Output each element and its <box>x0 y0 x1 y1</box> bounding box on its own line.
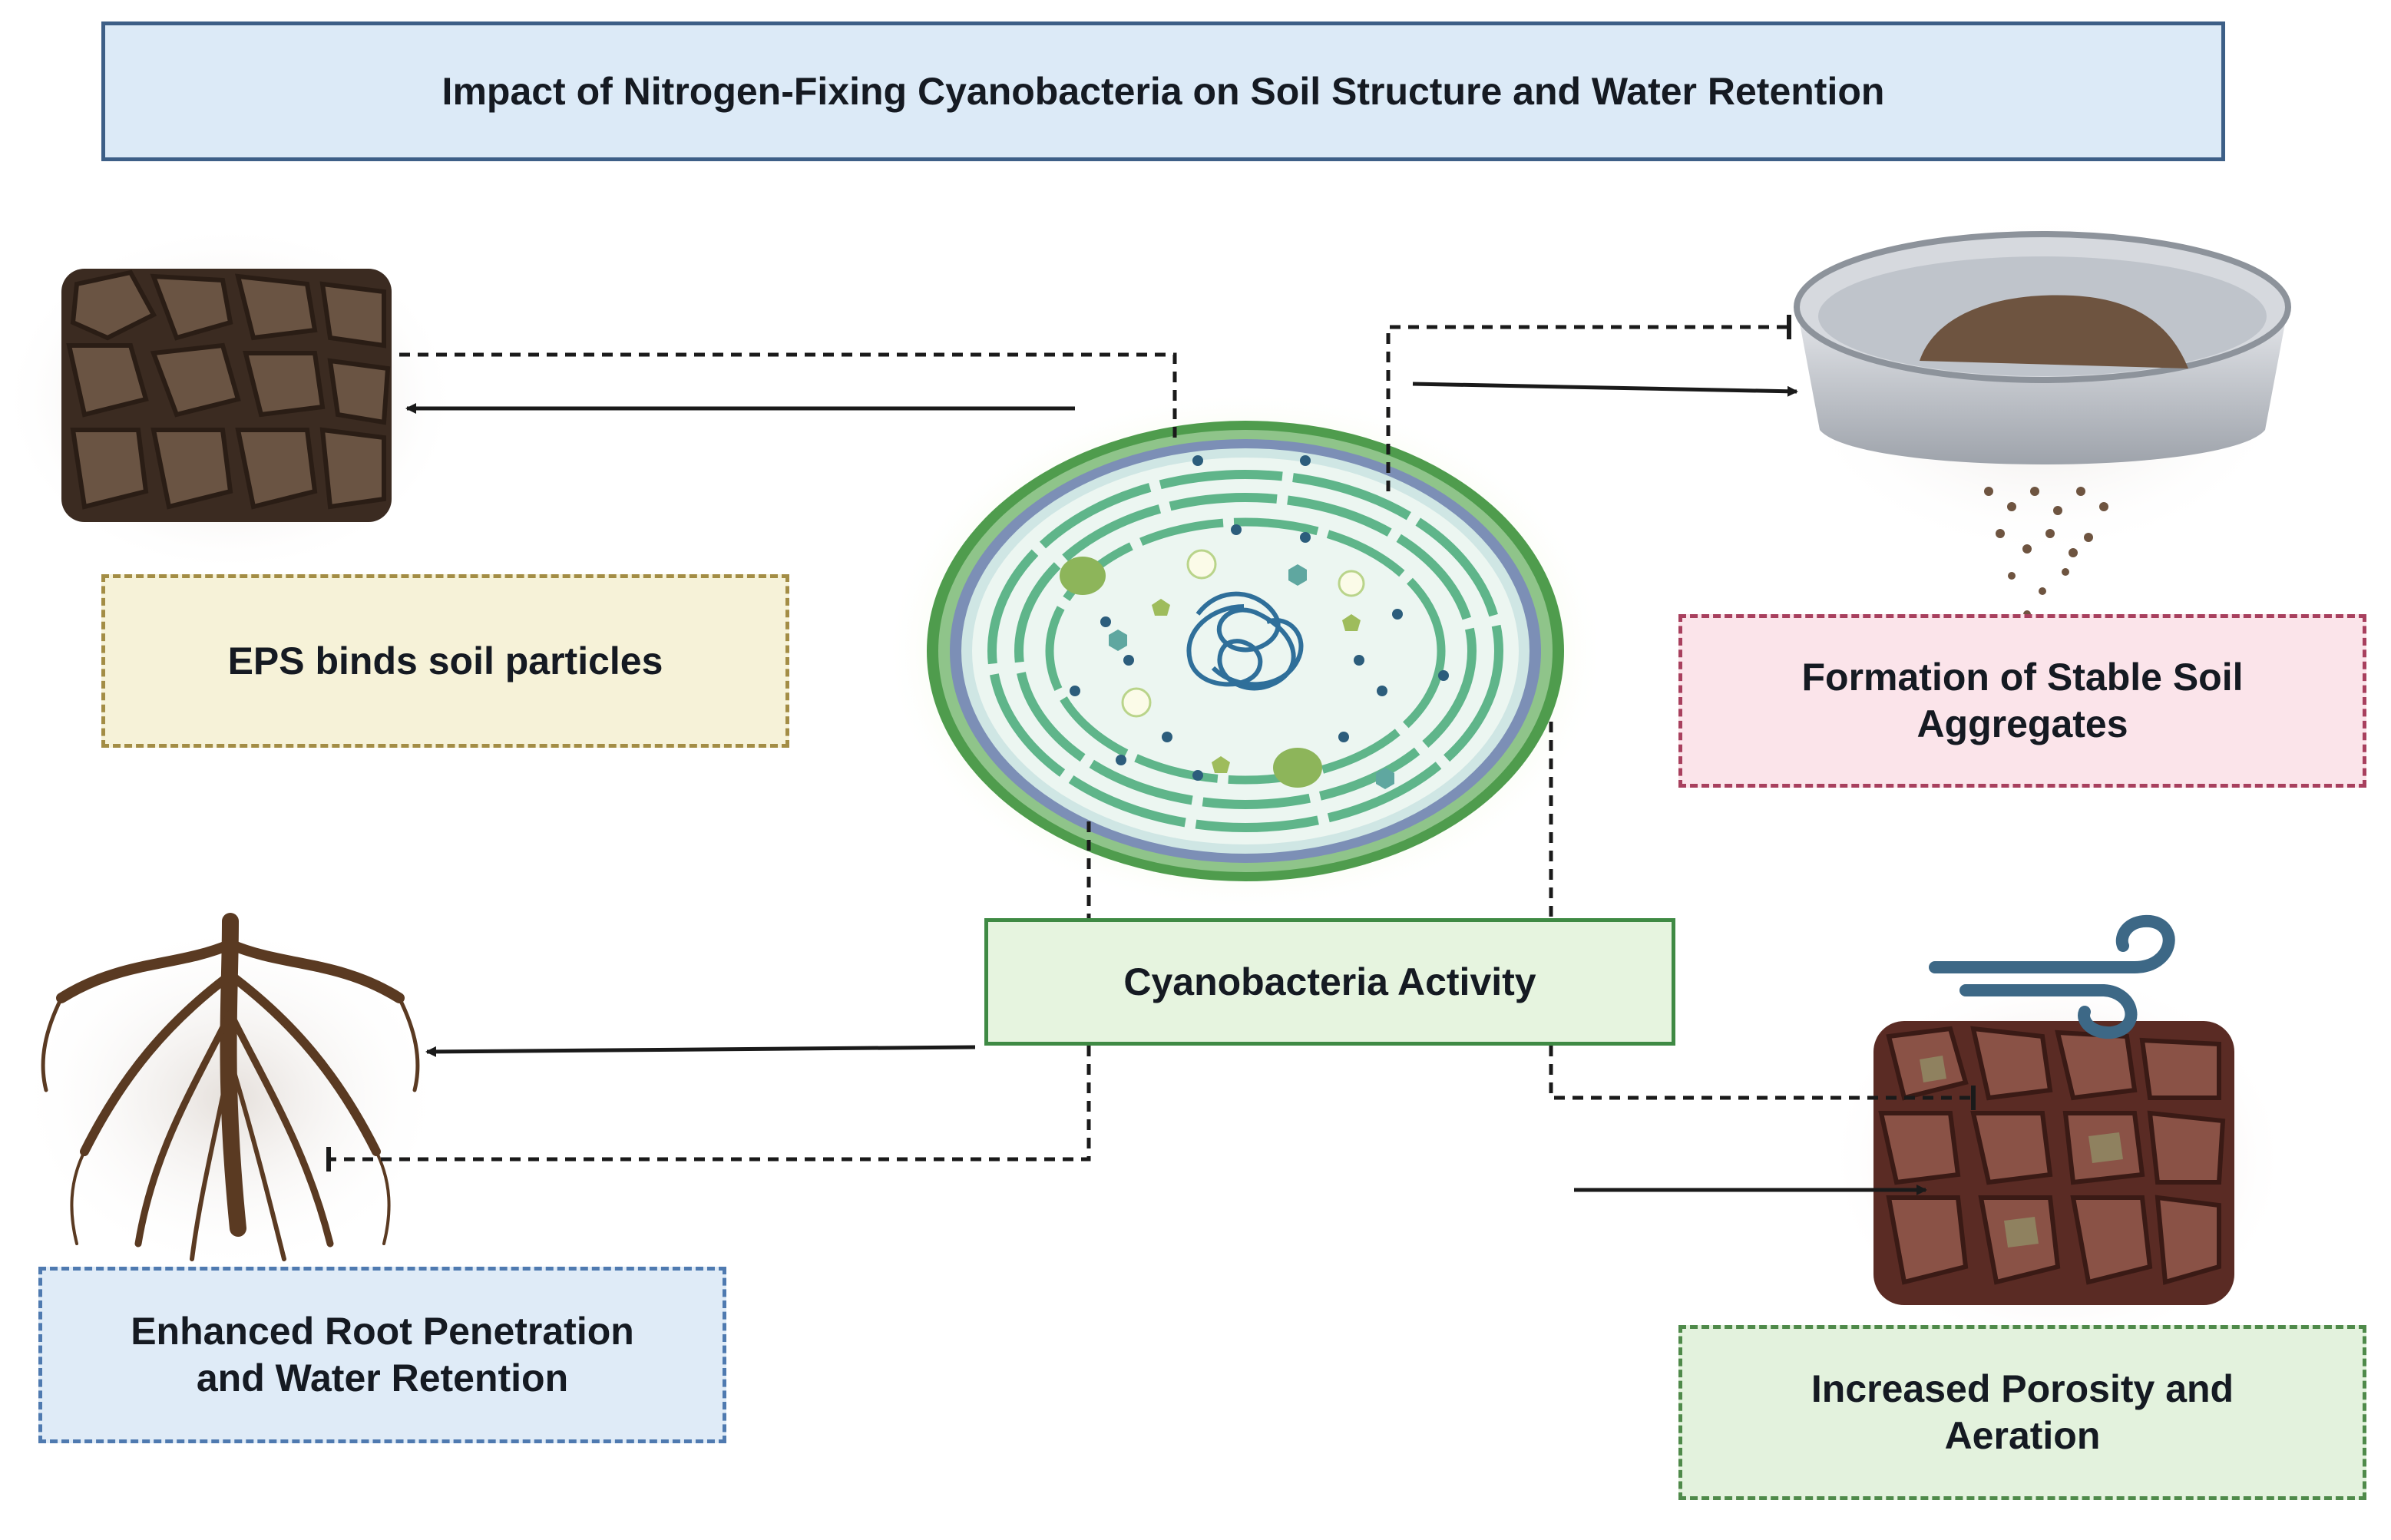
plant-roots-icon <box>15 913 445 1274</box>
cyanobacteria-activity-box: Cyanobacteria Activity <box>984 918 1675 1046</box>
wind-icon <box>1929 914 2175 1039</box>
connector-end-tick <box>326 315 1976 1172</box>
porosity-effect-box: Increased Porosity and Aeration <box>1678 1325 2366 1500</box>
sieve-aggregates-icon <box>1789 207 2296 687</box>
eps-effect-box: EPS binds soil particles <box>101 574 789 748</box>
diagram-title: Impact of Nitrogen-Fixing Cyanobacteria … <box>101 21 2225 161</box>
dashed-connector <box>329 325 1973 1162</box>
aggregates-effect-box: Formation of Stable Soil Aggregates <box>1678 614 2366 788</box>
soil-particles-icon <box>0 223 461 576</box>
effect-arrow <box>405 382 1927 1195</box>
roots-effect-box: Enhanced Root Penetration and Water Rete… <box>38 1267 726 1443</box>
aerated-soil-icon <box>1827 967 2288 1351</box>
cyanobacteria-cell-icon <box>885 390 1606 912</box>
